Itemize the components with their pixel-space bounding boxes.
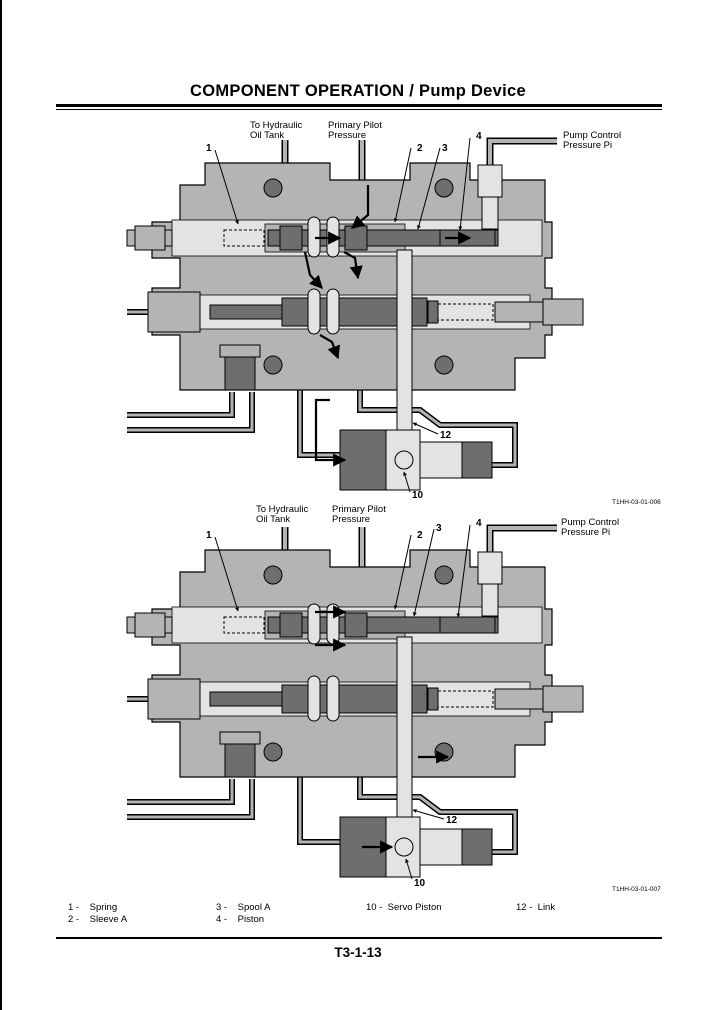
page-number: T3-1-13 — [334, 945, 382, 960]
legend-item-servo-piston: 10 - Servo Piston — [366, 902, 442, 913]
pump-control-label-line2: Pressure Pi — [563, 140, 612, 151]
header-rule-thin — [56, 109, 662, 110]
callout-2: 2 — [417, 143, 423, 154]
legend-item-spool-a: 3 - Spool A — [216, 902, 271, 913]
callout-3: 3 — [436, 523, 442, 534]
figure-code: T1HH-03-01-006 — [612, 499, 661, 506]
legend-item-link: 12 - Link — [516, 902, 556, 913]
pilot-label-line2: Pressure — [328, 130, 366, 141]
flow-arrows — [303, 185, 472, 467]
legend-item-spring: 1 - Spring — [68, 902, 118, 913]
callout-4: 4 — [476, 131, 482, 142]
callout-2: 2 — [417, 530, 423, 541]
pump-control-label-line1: Pump Control — [561, 517, 619, 528]
callout-12: 12 — [440, 430, 452, 441]
legend-col-4: 12 - Link — [516, 902, 555, 914]
flow-arrows — [315, 605, 450, 854]
tank-label-line1: To Hydraulic — [256, 504, 309, 515]
footer-rule — [56, 937, 662, 939]
legend-col-2: 3 - Spool A 4 - Piston — [216, 902, 270, 926]
figure-code: T1HH-03-01-007 — [612, 886, 661, 893]
callout-10: 10 — [412, 490, 424, 501]
legend-col-3: 10 - Servo Piston — [366, 902, 442, 914]
page-title: COMPONENT OPERATION / Pump Device — [190, 82, 526, 100]
page-border — [0, 0, 2, 1010]
pilot-label-line1: Primary Pilot — [332, 504, 386, 515]
pump-control-label-line2: Pressure Pi — [561, 527, 610, 538]
pilot-label-line1: Primary Pilot — [328, 120, 382, 131]
callout-1: 1 — [206, 143, 212, 154]
callout-3: 3 — [442, 143, 448, 154]
legend-item-piston: 4 - Piston — [216, 914, 265, 925]
callout-12: 12 — [446, 815, 458, 826]
legend-col-1: 1 - Spring 2 - Sleeve A — [68, 902, 127, 926]
tank-label-line2: Oil Tank — [256, 514, 290, 525]
diagram-1: To Hydraulic Oil Tank Primary Pilot Pres… — [127, 120, 661, 506]
header-rule — [56, 104, 662, 107]
pilot-label-line2: Pressure — [332, 514, 370, 525]
tank-label-line2: Oil Tank — [250, 130, 284, 141]
callout-4: 4 — [476, 518, 482, 529]
legend-item-sleeve-a: 2 - Sleeve A — [68, 914, 128, 925]
callout-1: 1 — [206, 530, 212, 541]
callout-10: 10 — [414, 878, 426, 889]
diagram-2: To Hydraulic Oil Tank Primary Pilot Pres… — [127, 504, 661, 893]
pump-control-label-line1: Pump Control — [563, 130, 621, 141]
tank-label-line1: To Hydraulic — [250, 120, 303, 131]
